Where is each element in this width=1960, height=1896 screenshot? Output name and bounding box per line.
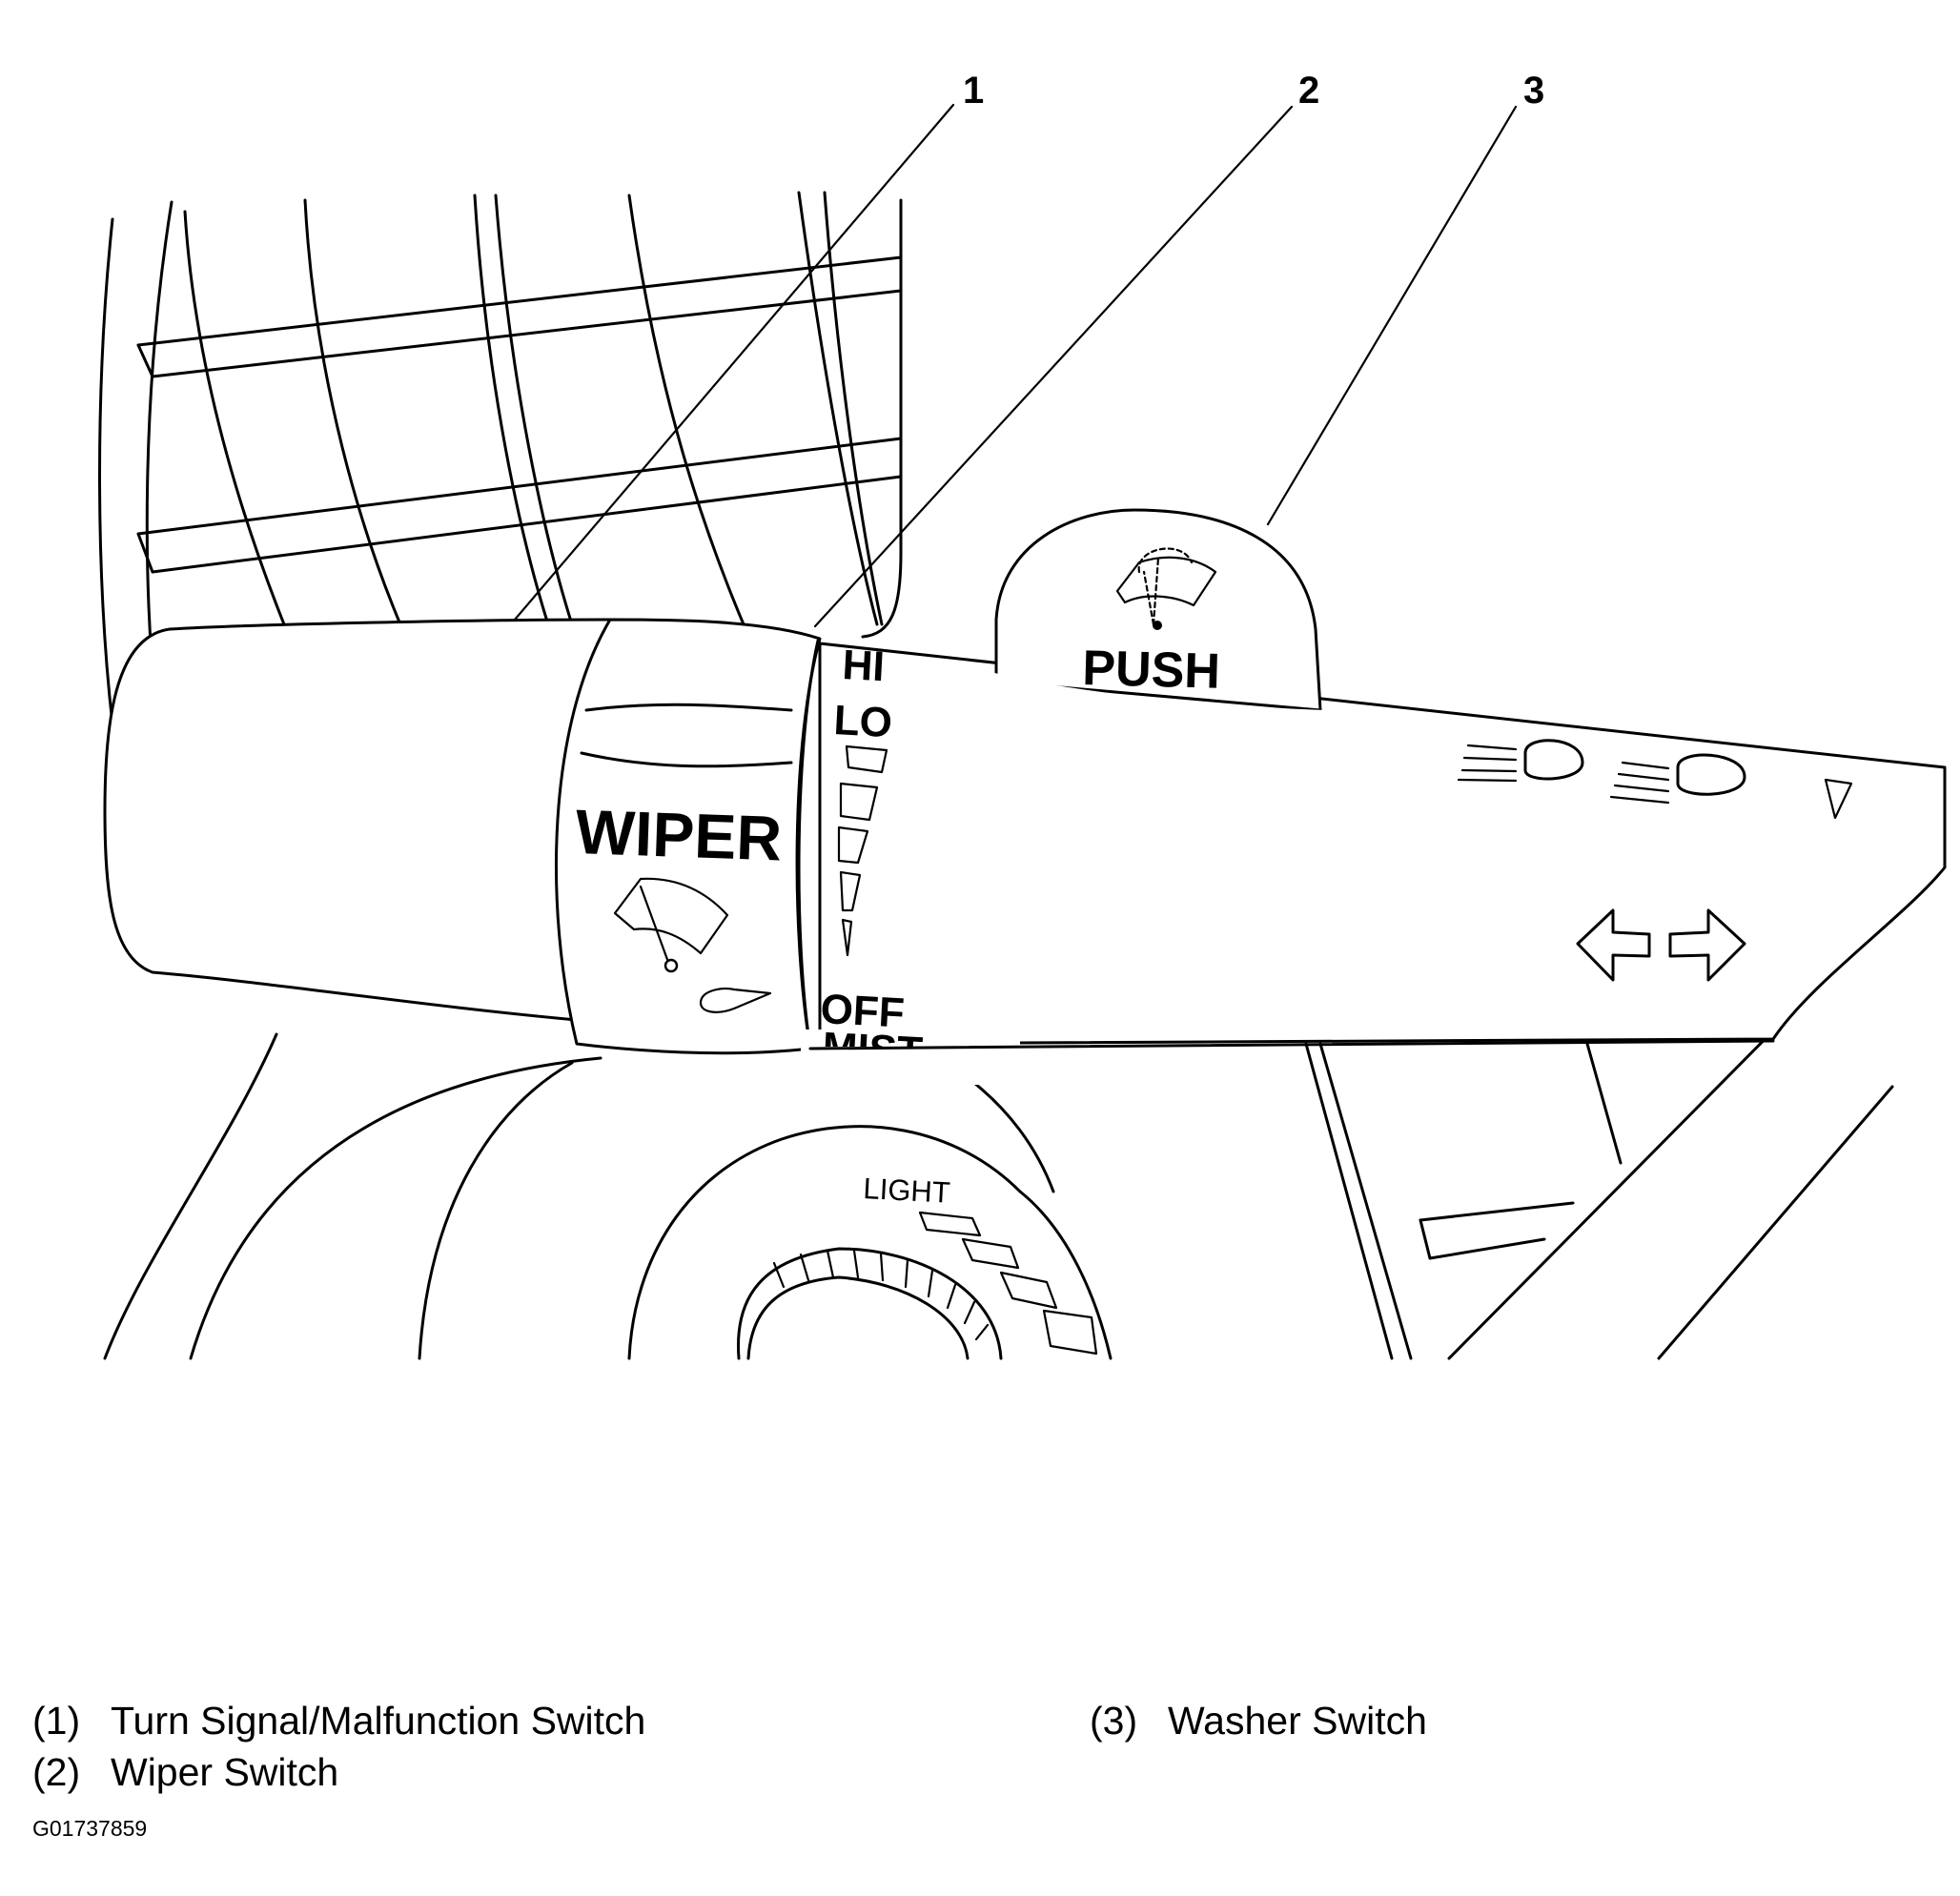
headlight-low-icon: [1609, 753, 1746, 805]
turn-arrows: [1576, 908, 1746, 982]
light-label: LIGHT: [863, 1172, 951, 1210]
figure-id: G01737859: [32, 1816, 148, 1841]
hi-label: HI: [841, 642, 886, 690]
legend-item-3: (3) Washer Switch: [1090, 1702, 1427, 1741]
wiper-rotary-collar: WIPER: [554, 618, 822, 1055]
callout-3: 3: [1523, 70, 1544, 112]
multifunction-lever: [103, 618, 1947, 1046]
off-label: OFF: [819, 986, 905, 1037]
dash-grille: [98, 191, 903, 726]
wiper-label: WIPER: [575, 796, 784, 874]
legend-num-2: (2): [32, 1750, 81, 1794]
legend-num-3: (3): [1090, 1699, 1138, 1743]
switch-diagram: LIGHT PUSH: [98, 70, 1947, 1360]
turn-left-arrow-icon: [1576, 908, 1651, 982]
mist-drop-icon: [699, 988, 772, 1013]
legend-text-3: Washer Switch: [1168, 1699, 1427, 1743]
triangle-marker-icon: [1824, 778, 1853, 820]
callout-1: 1: [963, 70, 984, 112]
light-switch: LIGHT: [736, 1172, 1098, 1360]
wiper-speed-scale: HI LO OFF MIST: [801, 642, 1775, 1085]
column-shroud: [103, 904, 1899, 1360]
legend-num-1: (1): [32, 1699, 81, 1743]
washer-wiper-icon: [1115, 547, 1217, 630]
turn-signal-knob: [103, 618, 612, 1022]
turn-right-arrow-icon: [1668, 908, 1746, 982]
legend-text-2: Wiper Switch: [111, 1750, 339, 1794]
wiper-icon: [613, 877, 729, 973]
callouts: 1 2 3: [513, 70, 1544, 628]
headlight-symbols: [1457, 739, 1853, 820]
headlight-high-icon: [1457, 739, 1584, 783]
legend-item-1: (1) Turn Signal/Malfunction Switch: [32, 1702, 645, 1741]
lever-stalk: [818, 642, 1947, 1046]
push-label: PUSH: [1082, 641, 1221, 700]
callout-2: 2: [1298, 70, 1319, 112]
lo-label: LO: [832, 697, 893, 746]
washer-push-button: PUSH: [991, 508, 1325, 739]
legend-text-1: Turn Signal/Malfunction Switch: [111, 1699, 646, 1743]
legend-item-2: (2) Wiper Switch: [32, 1753, 338, 1792]
